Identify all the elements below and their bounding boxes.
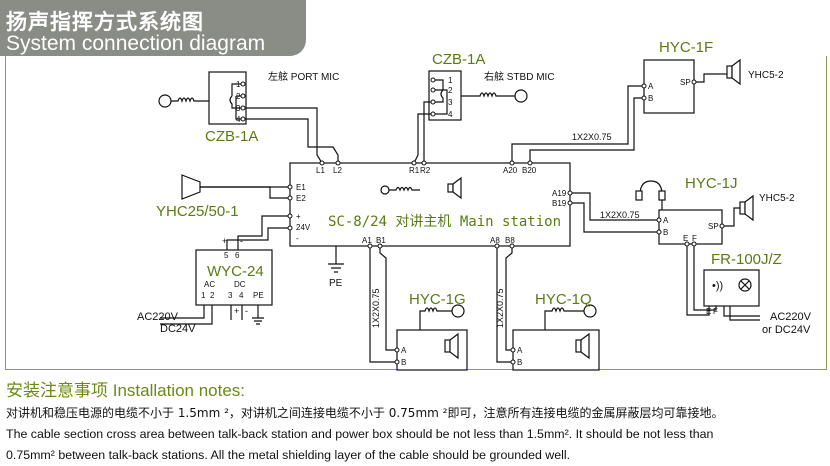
main-pe-label: PE <box>329 278 343 289</box>
speaker-icon <box>452 176 462 200</box>
terminal-r1: R1 <box>409 166 420 175</box>
terminal-b1: B1 <box>376 236 386 245</box>
wyc-top-plus: + <box>222 236 227 246</box>
stbd-pin-2: 2 <box>448 86 453 95</box>
cable-label-2: 1X2X0.75 <box>600 210 640 220</box>
stbd-pin-1: 1 <box>448 76 453 85</box>
hyc-1j-model: HYC-1J <box>685 175 738 192</box>
port-pin-3: 3 <box>236 104 241 113</box>
title-english: System connection diagram <box>6 32 266 55</box>
hyc-1j-speaker-icon <box>744 194 754 222</box>
microphone-icon <box>380 185 390 195</box>
terminal-l1: L1 <box>316 166 325 175</box>
fr-100jz-signal-icon: •)) <box>712 280 723 292</box>
port-mic-label: 左舷 PORT MIC <box>268 70 339 83</box>
terminal-l2: L2 <box>333 166 342 175</box>
hyc-1j-pin-e: E <box>683 234 688 243</box>
installation-note-english-line2: 0.75mm² between talk-back stations. All … <box>6 448 571 462</box>
terminal-24v: 24V <box>296 223 311 232</box>
terminal-a1: A1 <box>362 236 372 245</box>
main-station-label: SC-8/24 对讲主机 Main station <box>328 214 561 230</box>
hyc-1j-box <box>658 209 723 245</box>
wyc-24-box <box>195 249 273 306</box>
hyc-1q-model: HYC-1Q <box>535 291 592 308</box>
wyc-24-model: WYC-24 <box>207 263 264 280</box>
hyc-1f-speaker-model: YHC5-2 <box>748 70 784 81</box>
port-mic-model: CZB-1A <box>205 128 258 145</box>
hyc-1f-pin-a: A <box>648 82 654 91</box>
wyc-pin-1: 1 <box>201 291 206 300</box>
terminal-a19: A19 <box>552 189 567 198</box>
wyc-pin-4: 4 <box>239 291 244 300</box>
wyc-top-minus: - <box>240 236 243 246</box>
terminal-plus: + <box>296 212 301 221</box>
port-pin-1: 1 <box>236 80 241 89</box>
terminal-a8: A8 <box>490 236 500 245</box>
fr-100jz-model: FR-100J/Z <box>711 251 782 268</box>
port-pin-4: 4 <box>236 115 241 124</box>
hyc-1g-model: HYC-1G <box>409 291 466 308</box>
hyc-1f-pin-sp: SP <box>680 78 691 87</box>
hyc-1q-speaker-icon <box>580 332 590 360</box>
stbd-mic-model: CZB-1A <box>432 51 485 68</box>
wyc-dc-input-label: DC24V <box>160 323 196 335</box>
hyc-1f-speaker-icon <box>731 58 741 86</box>
fr-ac-label: AC220V <box>770 311 812 323</box>
installation-note-chinese: 对讲机和稳压电源的电缆不小于 1.5mm ²，对讲机之间连接电缆不小于 0.75… <box>6 406 724 420</box>
wyc-pin-6: 6 <box>235 251 240 260</box>
fr-pin-f: F <box>713 307 718 316</box>
wyc-pin-5: 5 <box>224 251 229 260</box>
hyc-1q-pin-b: B <box>517 358 522 367</box>
installation-notes-title: 安装注意事项 Installation notes: <box>6 381 246 400</box>
wyc-bottom-minus: - <box>245 306 248 316</box>
wyc-ac-label: AC <box>204 280 215 289</box>
terminal-a20: A20 <box>503 166 518 175</box>
hyc-1j-pin-a: A <box>663 216 669 225</box>
headset-icon <box>639 180 663 196</box>
hyc-1g-speaker-icon <box>449 332 459 360</box>
hyc-1f-pin-b: B <box>648 94 653 103</box>
wyc-dc-label: DC <box>234 280 246 289</box>
port-pin-2: 2 <box>236 92 241 101</box>
fr-dc-label: or DC24V <box>762 324 811 336</box>
installation-note-english-line1: The cable section cross area between tal… <box>6 427 714 441</box>
wyc-pin-2: 2 <box>210 291 215 300</box>
wyc-pin-pe: PE <box>253 291 264 300</box>
terminal-minus: - <box>296 234 299 243</box>
stbd-mic-label: 右舷 STBD MIC <box>484 70 555 83</box>
stbd-microphone-icon <box>514 89 528 103</box>
wyc-pin-3: 3 <box>228 291 233 300</box>
terminal-e2: E2 <box>296 194 306 203</box>
cable-label-4: 1X2X0.75 <box>495 288 505 328</box>
terminal-b19: B19 <box>552 199 567 208</box>
port-mic-box <box>208 71 247 125</box>
hyc-1g-pin-b: B <box>401 358 406 367</box>
hyc-1f-model: HYC-1F <box>659 39 713 56</box>
wyc-bottom-plus: + <box>234 306 239 316</box>
hyc-1j-pin-b: B <box>663 228 668 237</box>
header-banner: 扬声指挥方式系统图 System connection diagram <box>0 0 306 56</box>
hyc-1g-pin-a: A <box>401 346 407 355</box>
cable-label-1: 1X2X0.75 <box>572 132 612 142</box>
horn-model: YHC25/50-1 <box>156 203 239 220</box>
terminal-r2: R2 <box>420 166 431 175</box>
stbd-pin-4: 4 <box>448 110 453 119</box>
title-chinese: 扬声指挥方式系统图 <box>6 10 204 34</box>
terminal-b8: B8 <box>505 236 515 245</box>
stbd-pin-3: 3 <box>448 98 453 107</box>
wyc-ac-input-label: AC220V <box>137 311 179 323</box>
hyc-1j-speaker-model: YHC5-2 <box>759 193 795 204</box>
hyc-1q-pin-a: A <box>517 346 523 355</box>
hyc-1j-pin-sp: SP <box>708 222 719 231</box>
connection-diagram: 1 2 3 4 左舷 PORT MIC CZB-1A CZB-1A 1 2 3 … <box>137 39 812 371</box>
terminal-e1: E1 <box>296 183 306 192</box>
cable-label-3: 1X2X0.75 <box>371 288 381 328</box>
port-microphone-icon <box>158 94 172 108</box>
terminal-b20: B20 <box>522 166 537 175</box>
hyc-1j-pin-f: F <box>692 234 697 243</box>
fr-pin-e: E <box>706 307 711 316</box>
horn-speaker-icon <box>181 174 201 200</box>
main-station-box <box>289 162 571 247</box>
